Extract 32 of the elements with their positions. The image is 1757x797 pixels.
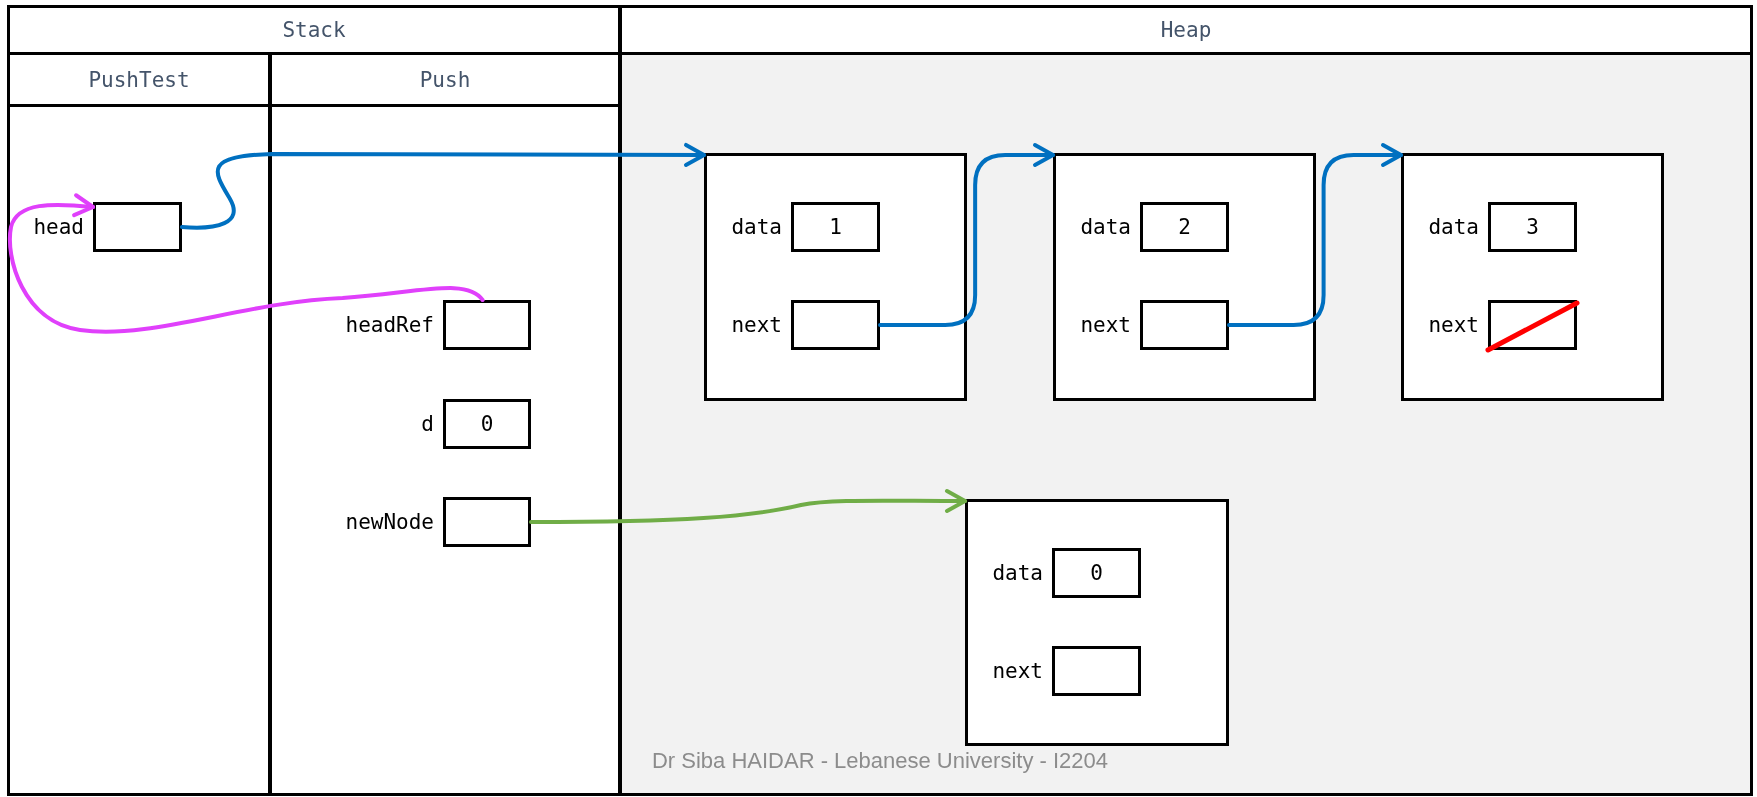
variable-name: data: [1428, 215, 1479, 239]
variable-name: next: [731, 313, 782, 337]
list-node-box: [704, 153, 967, 401]
variable-name: head: [33, 215, 84, 239]
memory-region: [7, 5, 621, 796]
pointer-arrow: [1227, 143, 1403, 327]
variable-value: 0: [479, 412, 495, 436]
pointer-arrow: [180, 142, 706, 230]
variable-value: 2: [1177, 215, 1192, 239]
memory-region: [7, 52, 271, 796]
variable-name: next: [992, 659, 1043, 683]
list-node-box: [1401, 153, 1664, 401]
memory-region: [269, 52, 621, 796]
variable-name: next: [1080, 313, 1131, 337]
variable-name: d: [421, 412, 434, 436]
footer-credit: Dr Siba HAIDAR - Lebanese University - I2204: [650, 748, 1110, 774]
pointer-arrow: [529, 488, 967, 524]
pointer-arrow: [8, 193, 485, 334]
variable-name: next: [1428, 313, 1479, 337]
variable-name: headRef: [345, 313, 434, 337]
variable-value: 0: [1089, 561, 1104, 585]
variable-value: 3: [1525, 215, 1540, 239]
memory-region: [619, 5, 1753, 796]
variable-name: data: [731, 215, 782, 239]
variable-name: data: [1080, 215, 1131, 239]
variable-value: 1: [828, 215, 843, 239]
list-node-box: [1053, 153, 1316, 401]
list-node-box: [965, 499, 1229, 746]
variable-name: newNode: [345, 510, 434, 534]
column-header: Heap: [622, 8, 1750, 55]
variable-name: data: [992, 561, 1043, 585]
pointer-arrow: [878, 143, 1055, 327]
